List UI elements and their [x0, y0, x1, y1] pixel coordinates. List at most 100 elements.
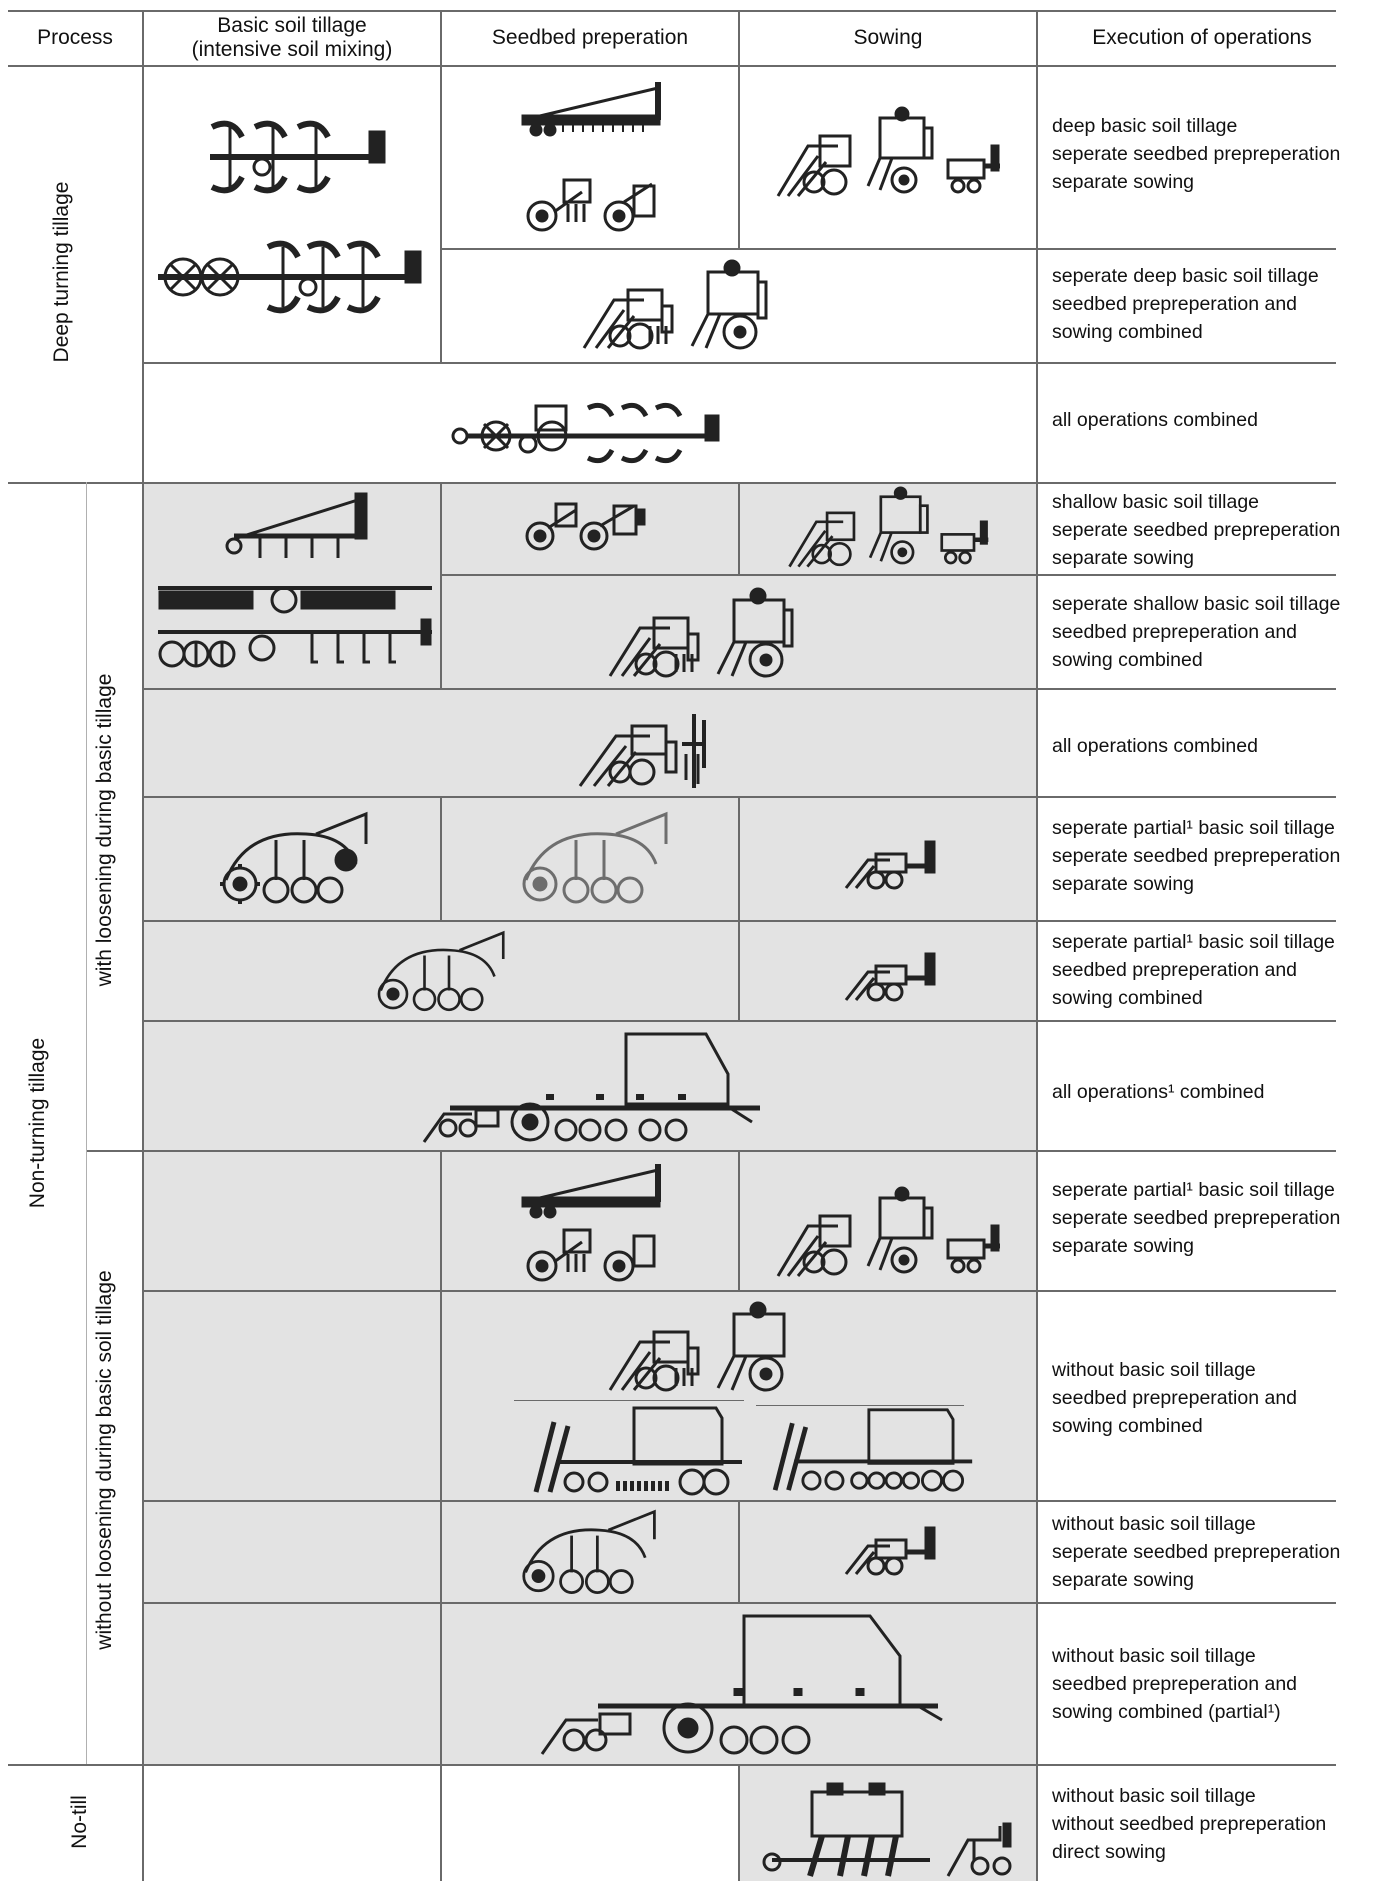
- exec-line: separate sowing: [1052, 547, 1195, 569]
- header-seedbed-text: Seedbed preperation: [491, 26, 689, 49]
- header-execution: Execution of operations: [1038, 10, 1366, 66]
- rule-r2-r3: [144, 362, 1336, 364]
- rule-r12-r13: [144, 1602, 1336, 1604]
- exec-line: without basic soil tillage: [1052, 1785, 1256, 1807]
- seed-drill-set-icon: [776, 1186, 1000, 1277]
- small-seed-drill-icon: [844, 952, 936, 1002]
- col-rule-2-c: [440, 796, 442, 920]
- col-rule-1: [142, 10, 144, 1881]
- header-process-text: Process: [37, 26, 113, 49]
- rotary-tiller-icon: [526, 1228, 656, 1282]
- exec-line: seperate shallow basic soil tillage: [1052, 593, 1341, 615]
- exec-line: separate sowing: [1052, 1569, 1195, 1591]
- exec-line: seperate partial¹ basic soil tillage: [1052, 1179, 1335, 1201]
- rule-notill-start: [8, 1764, 1336, 1766]
- rule-subdivide-b: [756, 1405, 964, 1406]
- seed-drill-set-icon: [776, 106, 1000, 197]
- col-rule-sub: [86, 482, 87, 1764]
- rule-r4-r5: [440, 574, 1336, 576]
- exec-line: sowing combined: [1052, 987, 1203, 1009]
- all-in-one-plough-drill-icon: [451, 402, 720, 464]
- rule-r10-r11: [144, 1290, 1336, 1292]
- label-non-turning-tillage: Non-turning tillage: [26, 1037, 49, 1209]
- col-rule-3-e: [738, 1500, 740, 1602]
- exec-row-11: without basic soil tillage seedbed prepre…: [1052, 1356, 1380, 1440]
- col-rule-3-b: [738, 482, 740, 574]
- exec-row-13: without basic soil tillage seedbed prepre…: [1052, 1642, 1380, 1726]
- header-sowing: Sowing: [740, 10, 1036, 66]
- plough-with-packer-icon: [158, 240, 422, 314]
- exec-line: seperate partial¹ basic soil tillage: [1052, 817, 1335, 839]
- header-basic-soil-tillage: Basic soil tillage (intensive soil mixin…: [144, 10, 440, 66]
- large-combined-strip-till-drill-icon: [422, 1032, 760, 1143]
- exec-line: without basic soil tillage: [1052, 1645, 1256, 1667]
- col-rule-3-a: [738, 10, 740, 248]
- exec-line: all operations¹ combined: [1052, 1081, 1265, 1103]
- exec-line: all operations combined: [1052, 735, 1258, 757]
- label-no-till: No-till: [68, 1795, 91, 1849]
- rule-r7-r8: [144, 920, 1336, 922]
- harrow-icon: [521, 1164, 661, 1219]
- exec-row-4: shallow basic soil tillage seperate seedb…: [1052, 488, 1380, 572]
- exec-line: seperate seedbed prepreperation: [1052, 1207, 1341, 1229]
- header-basic-line1: Basic soil tillage: [217, 14, 367, 37]
- strip-tiller-icon: [220, 811, 368, 904]
- exec-line: sowing combined: [1052, 1415, 1203, 1437]
- rule-deep-end: [8, 482, 1336, 484]
- label-with-loosening: with loosening during basic tillage: [93, 673, 116, 987]
- all-in-one-cultivator-drill-icon: [578, 714, 706, 788]
- exec-line: seperate seedbed prepreperation: [1052, 845, 1341, 867]
- col-rule-2-d: [440, 1150, 442, 1881]
- exec-line: deep basic soil tillage: [1052, 115, 1238, 137]
- exec-line: separate sowing: [1052, 873, 1195, 895]
- shade-no-loosening-basic: [144, 1150, 440, 1764]
- exec-line: seedbed prepreperation and: [1052, 1673, 1298, 1695]
- rule-r6-r7: [144, 796, 1336, 798]
- exec-row-7: seperate partial¹ basic soil tillage sepe…: [1052, 814, 1380, 898]
- small-seed-drill-icon: [844, 840, 936, 890]
- disc-roller-combination-icon: [158, 586, 432, 668]
- pneumatic-drill-icon: [772, 1408, 973, 1492]
- exec-row-10: seperate partial¹ basic soil tillage sepe…: [1052, 1176, 1380, 1260]
- exec-line: seedbed prepreperation and: [1052, 959, 1298, 981]
- exec-line: seedbed prepreperation and: [1052, 1387, 1298, 1409]
- label-without-loosening: without loosening during basic soil till…: [93, 1270, 116, 1650]
- exec-row-6: all operations combined: [1052, 732, 1380, 760]
- col-rule-2-b: [440, 482, 442, 688]
- rule-r5-r6: [144, 688, 1336, 690]
- col-rule-4: [1036, 10, 1038, 1881]
- exec-line: seperate seedbed prepreperation: [1052, 143, 1341, 165]
- pneumatic-drill-icon: [533, 1406, 742, 1496]
- header-basic-line2: (intensive soil mixing): [191, 38, 393, 61]
- exec-row-14: without basic soil tillage without seedbe…: [1052, 1782, 1380, 1866]
- col-rule-3-f: [738, 1764, 740, 1881]
- strip-tiller-icon: [522, 811, 668, 904]
- rule-r11-r12: [144, 1500, 1336, 1502]
- exec-line: seperate seedbed prepreperation: [1052, 519, 1341, 541]
- rule-top: [8, 10, 1336, 12]
- header-sowing-text: Sowing: [853, 26, 923, 49]
- exec-row-9: all operations¹ combined: [1052, 1078, 1380, 1106]
- header-execution-text: Execution of operations: [1092, 26, 1312, 49]
- col-rule-3-d: [738, 1150, 740, 1290]
- exec-line: without basic soil tillage: [1052, 1359, 1256, 1381]
- exec-line: shallow basic soil tillage: [1052, 491, 1260, 513]
- harrow-icon: [521, 82, 661, 137]
- exec-line: seperate partial¹ basic soil tillage: [1052, 931, 1335, 953]
- strip-tiller-icon: [522, 1509, 656, 1595]
- plough-icon: [210, 120, 386, 194]
- header-process: Process: [8, 10, 142, 66]
- exec-line: direct sowing: [1052, 1841, 1166, 1863]
- rule-subdivide-a: [514, 1400, 744, 1401]
- rotary-tiller-icon: [526, 178, 656, 232]
- cultivator-icon: [225, 492, 368, 558]
- exec-line: sowing combined (partial¹): [1052, 1701, 1281, 1723]
- rule-loosening-end: [86, 1150, 1336, 1152]
- rule-r1-r2: [440, 248, 1336, 250]
- combined-seedbed-sowing-icon: [582, 259, 768, 350]
- small-seed-drill-icon: [844, 1526, 936, 1576]
- exec-line: without seedbed prepreperation: [1052, 1813, 1327, 1835]
- combined-seedbed-sowing-icon: [608, 587, 794, 678]
